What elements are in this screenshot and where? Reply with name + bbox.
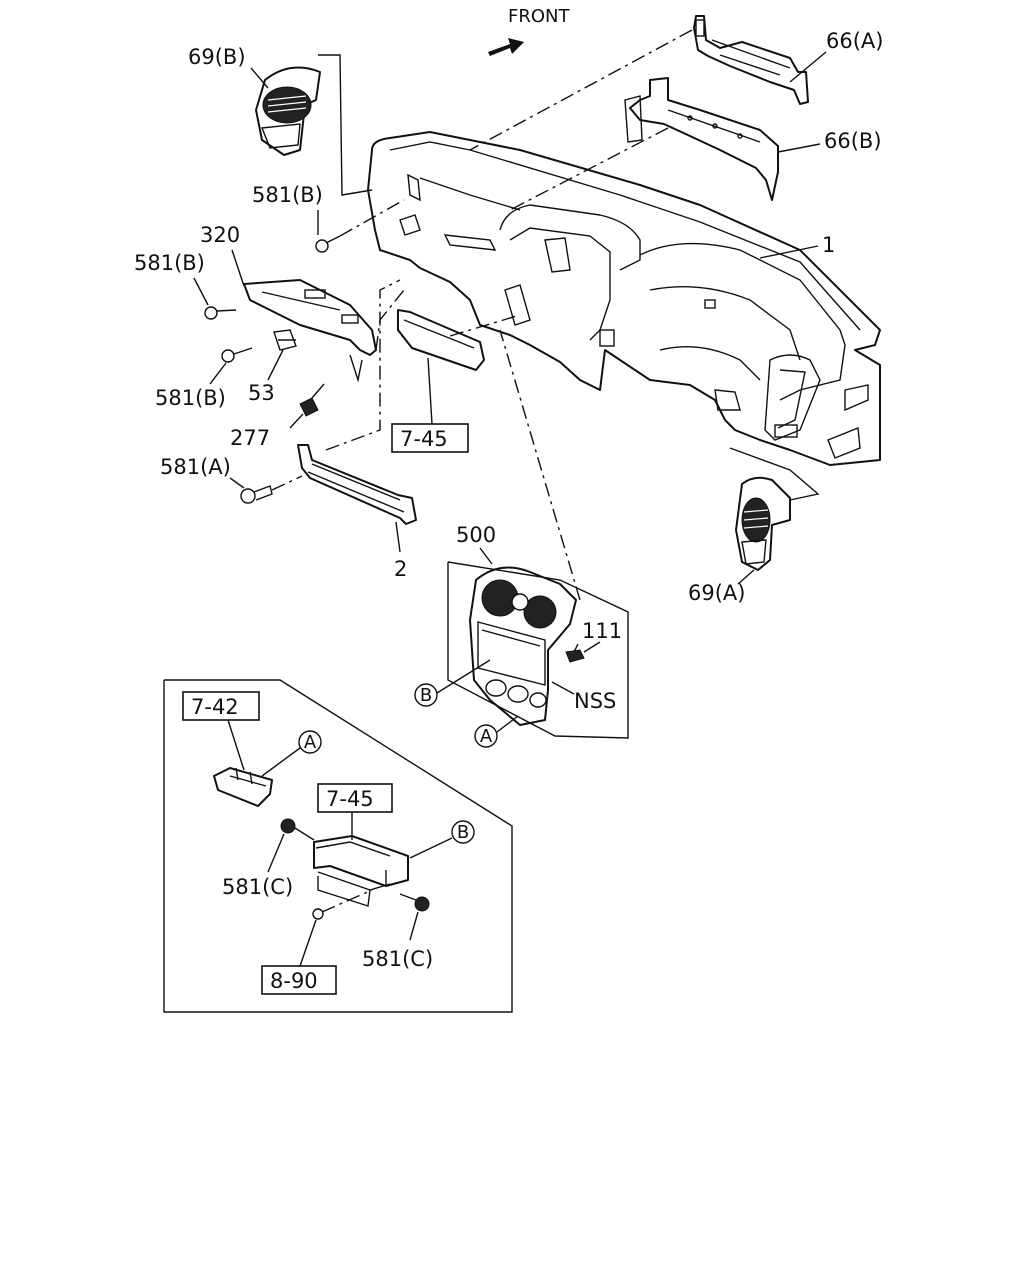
- clip-277: [299, 383, 325, 417]
- ref-box-742[interactable]: [182, 691, 260, 721]
- callout-a-inset-text: A: [304, 732, 317, 753]
- center-cluster-500: [469, 566, 577, 726]
- ref-box-745-inset[interactable]: [317, 783, 393, 813]
- label-part-111: 111: [582, 619, 622, 643]
- ref-box-890[interactable]: [261, 965, 337, 995]
- label-part-581b-left: 581(B): [134, 251, 205, 275]
- clip-53: [273, 329, 297, 351]
- ref-label-745-inset: 7-45: [326, 787, 374, 811]
- vent-69b: [255, 66, 321, 156]
- callout-b-inset-text: B: [457, 822, 469, 843]
- screw-581c-right: [399, 893, 430, 912]
- label-part-500: 500: [456, 523, 496, 547]
- label-part-1: 1: [822, 233, 835, 257]
- callout-a-inset[interactable]: [298, 730, 322, 754]
- bracket-66b: [624, 77, 779, 201]
- screw-890: [312, 889, 373, 920]
- part-111: [565, 643, 585, 663]
- ref-label-745-main: 7-45: [400, 427, 448, 451]
- label-part-581b-top: 581(B): [252, 183, 323, 207]
- label-part-277: 277: [230, 426, 270, 450]
- screw-581b-left: [204, 306, 237, 320]
- pocket-part: [213, 767, 273, 807]
- bracket-66a: [693, 15, 809, 105]
- label-part-69b: 69(B): [188, 45, 246, 69]
- screw-581c-left: [280, 818, 315, 841]
- label-part-320: 320: [200, 223, 240, 247]
- label-part-69a: 69(A): [688, 581, 745, 605]
- label-part-66a: 66(A): [826, 29, 883, 53]
- label-part-581c-right: 581(C): [362, 947, 433, 971]
- screw-581b-low: [221, 347, 253, 363]
- bezel-part: [397, 309, 485, 371]
- label-part-66b: 66(B): [824, 129, 882, 153]
- label-part-581b-low: 581(B): [155, 386, 226, 410]
- label-part-2: 2: [394, 557, 407, 581]
- label-part-581a: 581(A): [160, 455, 231, 479]
- callout-a-cluster[interactable]: [474, 724, 498, 748]
- label-part-53: 53: [248, 381, 275, 405]
- inset-frame: [163, 679, 513, 1013]
- bracket-320: [243, 279, 377, 383]
- bolt-581a: [240, 485, 273, 504]
- callout-a-cluster-text: A: [480, 726, 493, 747]
- label-nss: NSS: [574, 689, 616, 713]
- callout-b-inset[interactable]: [451, 820, 475, 844]
- vent-69a: [735, 476, 791, 571]
- front-label: FRONT: [508, 6, 570, 27]
- callout-b-cluster-text: B: [420, 685, 432, 706]
- label-part-581c-left: 581(C): [222, 875, 293, 899]
- ref-label-742: 7-42: [191, 695, 239, 719]
- pocket-box-part: [313, 835, 409, 907]
- callout-b-cluster[interactable]: [414, 683, 438, 707]
- front-arrow-icon: [488, 38, 524, 56]
- instrument-panel: [367, 131, 881, 466]
- screw-581b-top: [315, 235, 341, 253]
- ref-box-745-main[interactable]: [391, 423, 469, 453]
- reinforcement-2: [297, 444, 417, 525]
- ref-label-890: 8-90: [270, 969, 318, 993]
